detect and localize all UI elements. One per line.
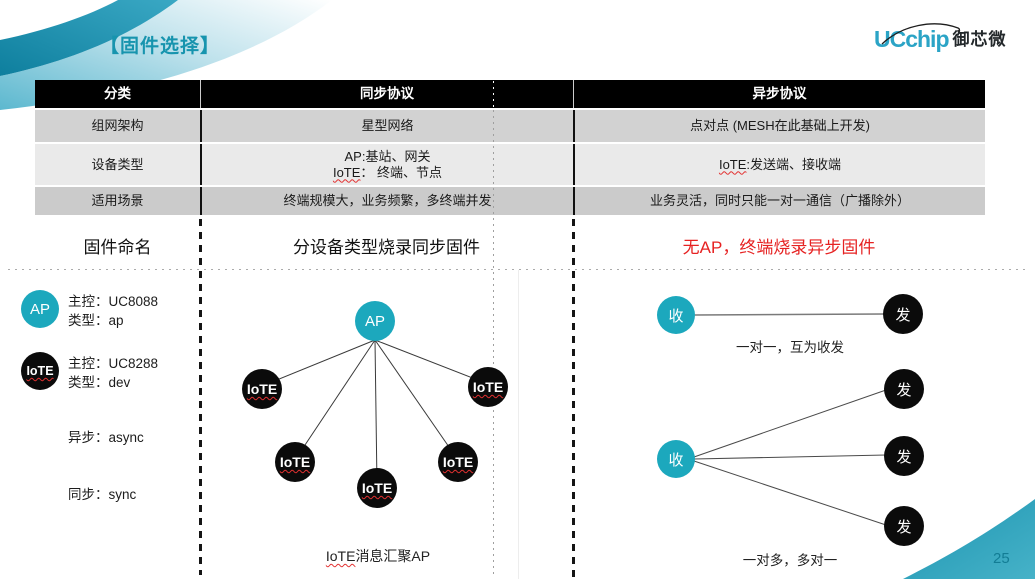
star-leaf-iote-node: IoTE	[242, 369, 282, 409]
table-header-row: 分类 同步协议 异步协议	[35, 80, 985, 108]
table-row-network: 组网架构 星型网络 点对点 (MESH在此基础上开发)	[35, 110, 985, 142]
legend-iote-node: IoTE	[21, 352, 59, 390]
duplex-sender-node: 发	[884, 436, 924, 476]
logo-chinese-name: 御芯微	[952, 30, 1007, 49]
vertical-dashed-divider-right	[572, 219, 575, 577]
legend-iote-text: 主控：UC8288 类型：dev	[68, 356, 159, 390]
table-header-sync: 同步协议	[200, 80, 573, 108]
row-sync-value: AP:基站、网关 IoTE： 终端、节点	[200, 144, 573, 185]
legend-async-label: 异步：async	[68, 430, 144, 445]
row-async-value: IoTE:发送端、接收端	[573, 144, 985, 185]
duplex-sender-node: 发	[884, 506, 924, 546]
duplex-sender-node: 发	[884, 369, 924, 409]
row-label: 设备类型	[35, 144, 200, 185]
star-leaf-iote-node: IoTE	[468, 367, 508, 407]
corner-swoosh-bottom-right: 25	[903, 499, 1035, 579]
legend-sync-label: 同步：sync	[68, 487, 137, 502]
page-number: 25	[993, 550, 1010, 567]
naming-row-category: 固件命名	[83, 238, 152, 257]
star-leaf-iote-node: IoTE	[438, 442, 478, 482]
table-row-use-case: 适用场景 终端规模大，业务频繁，多终端并发 业务灵活，同时只能一对一通信（广播除…	[35, 187, 985, 215]
vertical-dashed-divider-left	[199, 219, 202, 575]
row-label: 适用场景	[35, 187, 200, 215]
naming-row-sync: 分设备类型烧录同步固件	[293, 238, 480, 257]
star-diagram-caption: IoTE消息汇聚AP	[325, 548, 431, 564]
row-sync-value: 终端规模大，业务频繁，多终端并发	[200, 187, 573, 215]
duplex-receiver-node: 收	[657, 296, 695, 334]
table-row-device-type: 设备类型 AP:基站、网关 IoTE： 终端、节点 IoTE:发送端、接收端	[35, 144, 985, 185]
brand-logo: UCchip 御芯微	[874, 23, 1007, 52]
row-sync-value: 星型网络	[200, 110, 573, 142]
star-leaf-iote-node: IoTE	[275, 442, 315, 482]
table-header-async: 异步协议	[573, 80, 985, 108]
legend-ap-node: AP	[21, 290, 59, 328]
duplex-pair-caption: 一对一，互为收发	[736, 340, 844, 355]
horizontal-dotted-divider	[8, 269, 1028, 270]
star-leaf-iote-node: IoTE	[357, 468, 397, 508]
logo-wordmark: UCchip	[874, 26, 949, 52]
duplex-receiver-node: 收	[657, 440, 695, 478]
page-title: 【固件选择】	[100, 36, 221, 57]
table-header-category: 分类	[104, 86, 131, 101]
legend-ap-text: 主控：UC8088 类型：ap	[68, 294, 159, 328]
vertical-dotted-guide-header	[493, 81, 494, 108]
row-async-value: 点对点 (MESH在此基础上开发)	[573, 110, 985, 142]
row-label: 组网架构	[35, 110, 200, 142]
row-async-value: 业务灵活，同时只能一对一通信（广播除外）	[573, 187, 985, 215]
duplex-sender-node: 发	[883, 294, 923, 334]
star-hub-ap-node: AP	[355, 301, 395, 341]
firmware-comparison-table: 分类 同步协议 异步协议 组网架构 星型网络 点对点 (MESH在此基础上开发)…	[35, 80, 985, 217]
vertical-faint-guide	[518, 270, 519, 579]
naming-row-async: 无AP，终端烧录异步固件	[682, 238, 876, 257]
vertical-dotted-guide	[493, 110, 494, 575]
duplex-multi-caption: 一对多，多对一	[742, 553, 838, 568]
